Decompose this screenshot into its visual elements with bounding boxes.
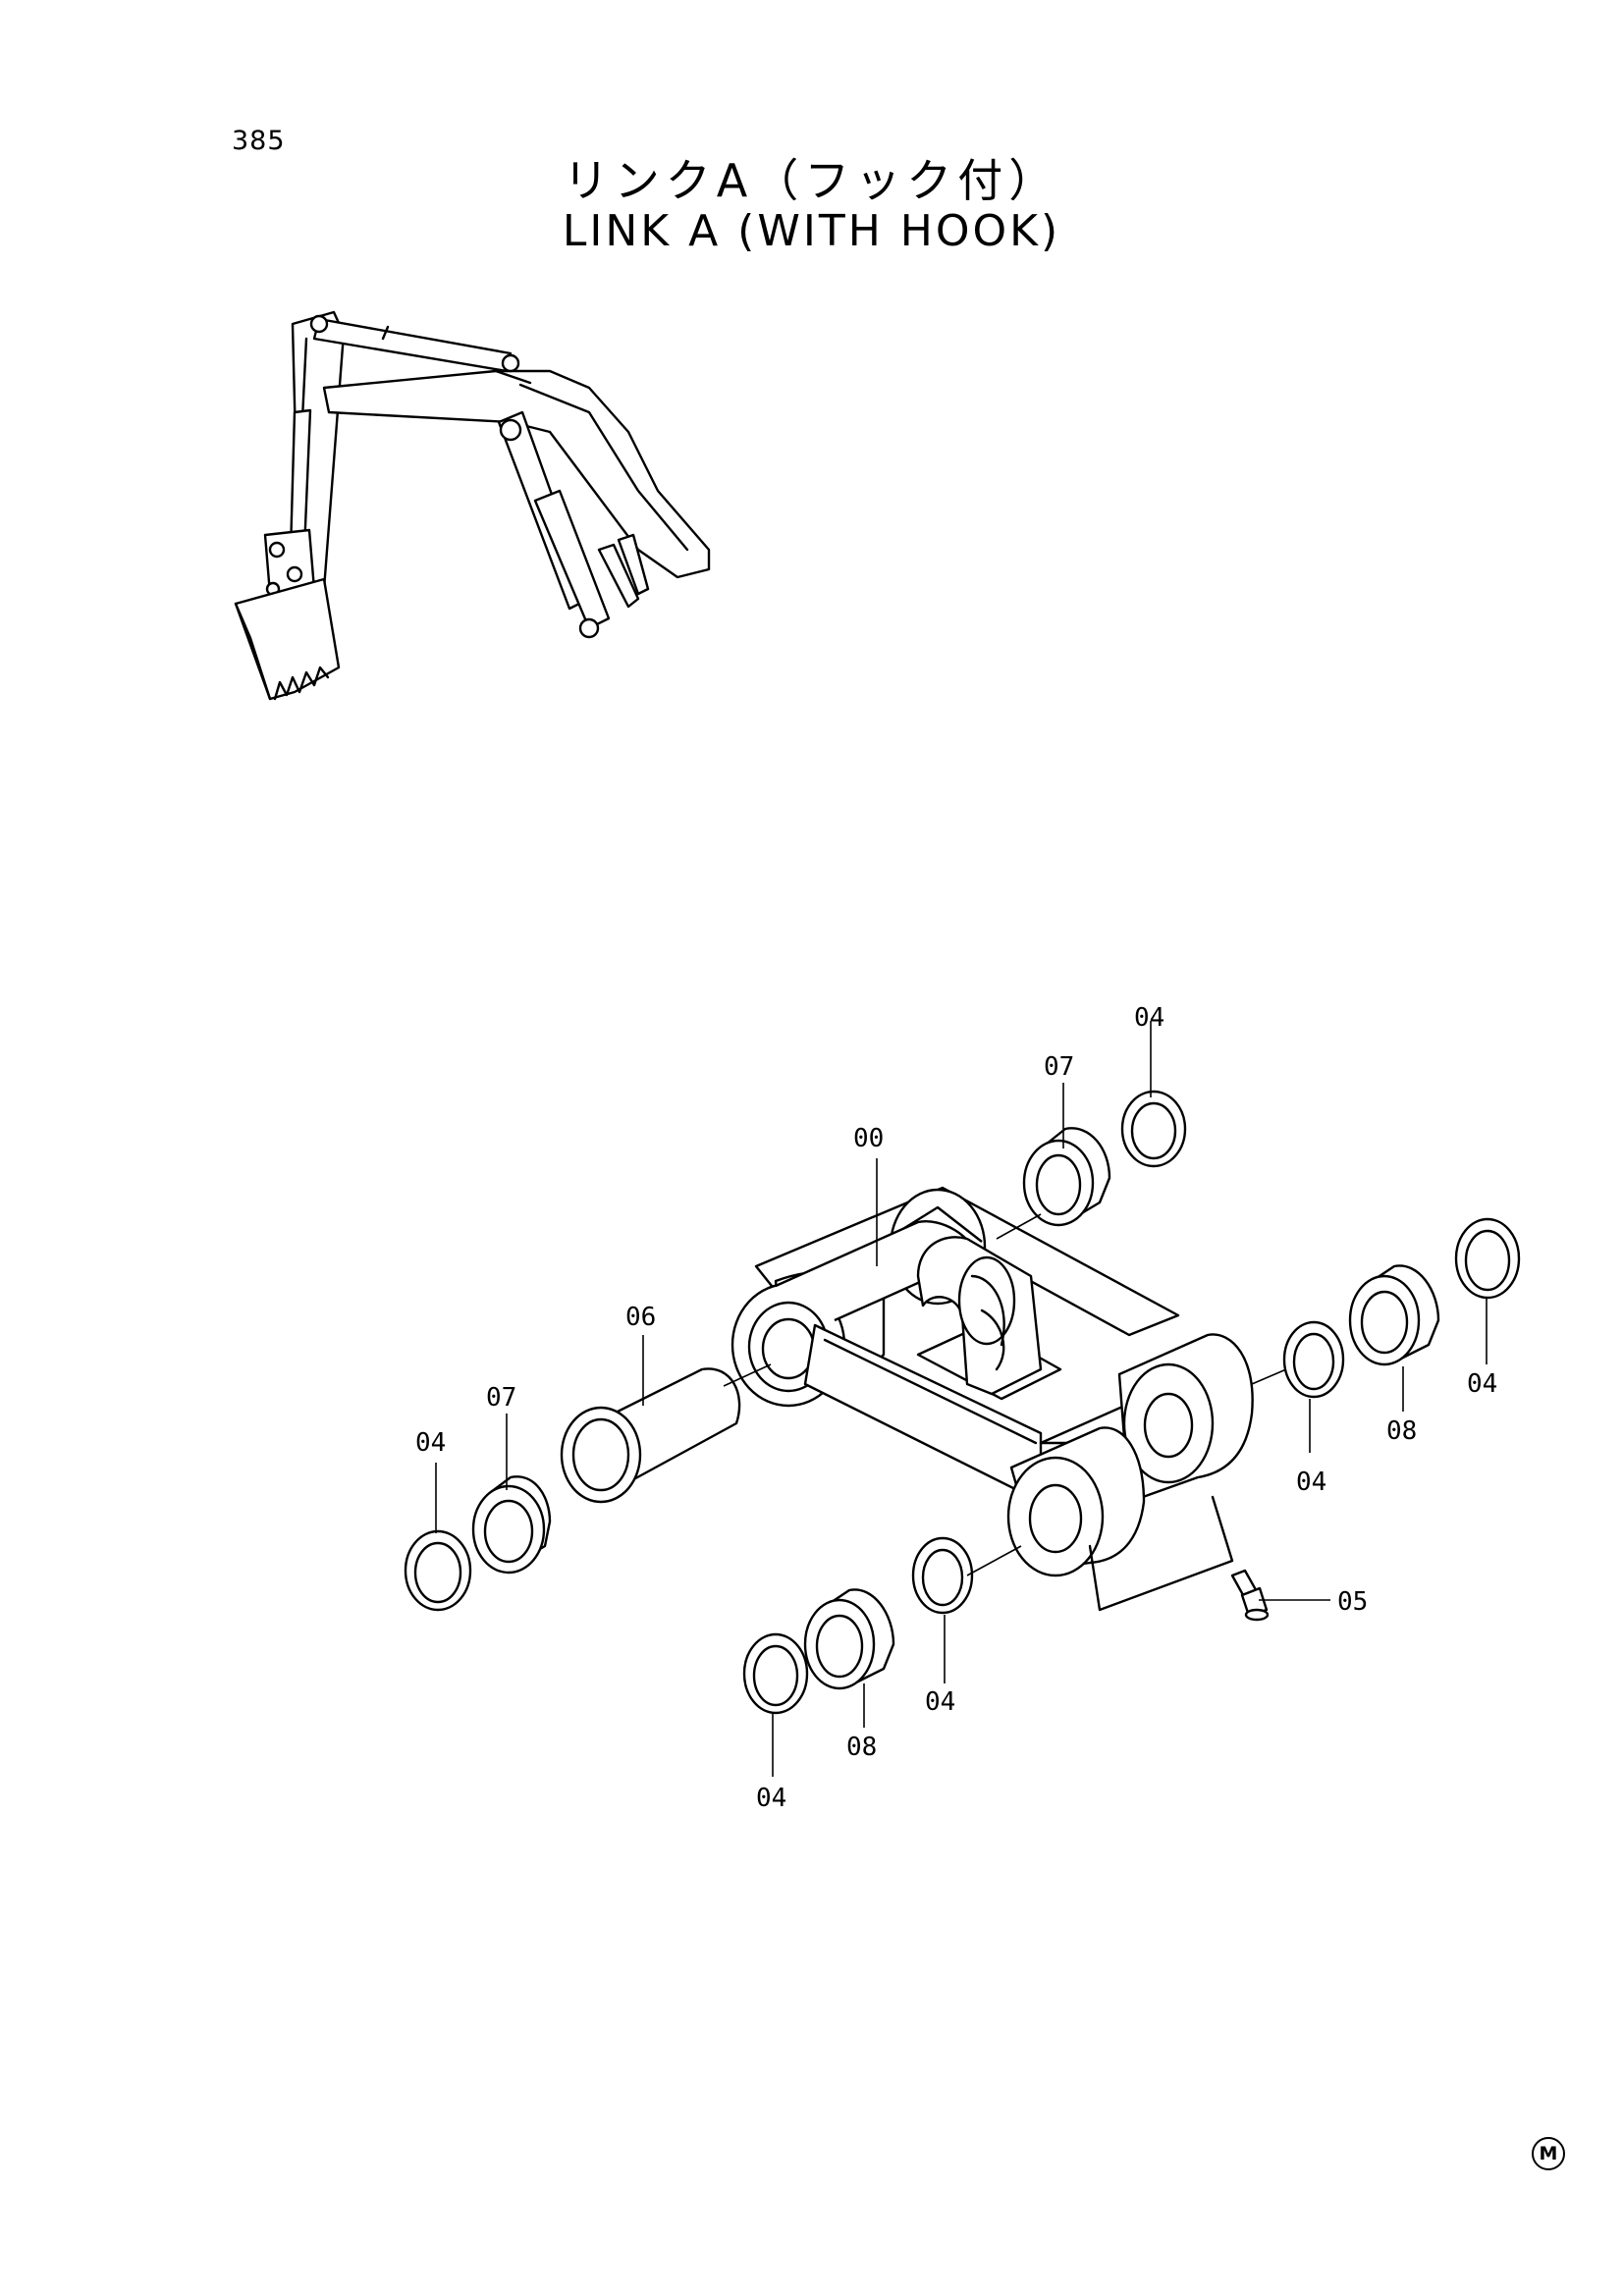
bushing-08-lower — [803, 1588, 895, 1690]
callout-08-lower: 08 — [846, 1733, 877, 1762]
title-english: LINK A (WITH HOOK) — [562, 206, 1061, 256]
manufacturer-mark: M — [1532, 2137, 1565, 2170]
seal-04-top — [1120, 1090, 1187, 1168]
seal-04-right-inner — [1282, 1320, 1345, 1399]
callout-04-right-outer: 04 — [1467, 1369, 1497, 1399]
callout-04-lower-outer: 04 — [756, 1784, 786, 1813]
callout-04-right-inner: 04 — [1296, 1468, 1326, 1497]
link-a-assembly — [730, 1186, 1254, 1612]
leader-lines — [435, 1021, 1488, 1777]
callout-07-left: 07 — [486, 1383, 516, 1413]
callout-labels: 00 04 04 04 04 04 04 05 06 07 07 08 08 — [415, 1003, 1497, 1813]
callout-04-far-left: 04 — [415, 1428, 446, 1458]
callout-05: 05 — [1337, 1587, 1368, 1617]
callout-07-top: 07 — [1044, 1052, 1074, 1082]
bushing-08-right — [1348, 1264, 1440, 1366]
bushing-07-top — [1022, 1127, 1111, 1227]
title-japanese: リンクA（フック付） — [563, 154, 1060, 207]
pin-06 — [560, 1367, 741, 1504]
callout-08-right: 08 — [1386, 1416, 1417, 1446]
grease-fitting — [1230, 1569, 1270, 1622]
seal-04-far-left — [404, 1529, 472, 1612]
callout-00: 00 — [853, 1124, 884, 1153]
seal-04-lower-outer — [742, 1632, 809, 1715]
page-number: 385 — [232, 126, 286, 156]
excavator-attachment-illustration — [234, 310, 711, 701]
callout-04-lower-inner: 04 — [925, 1687, 955, 1717]
seal-04-lower-inner — [911, 1536, 974, 1615]
bushing-07-left — [471, 1475, 552, 1575]
callout-04-top: 04 — [1134, 1003, 1164, 1033]
callout-06: 06 — [625, 1303, 656, 1332]
seal-04-right-outer — [1454, 1217, 1521, 1300]
